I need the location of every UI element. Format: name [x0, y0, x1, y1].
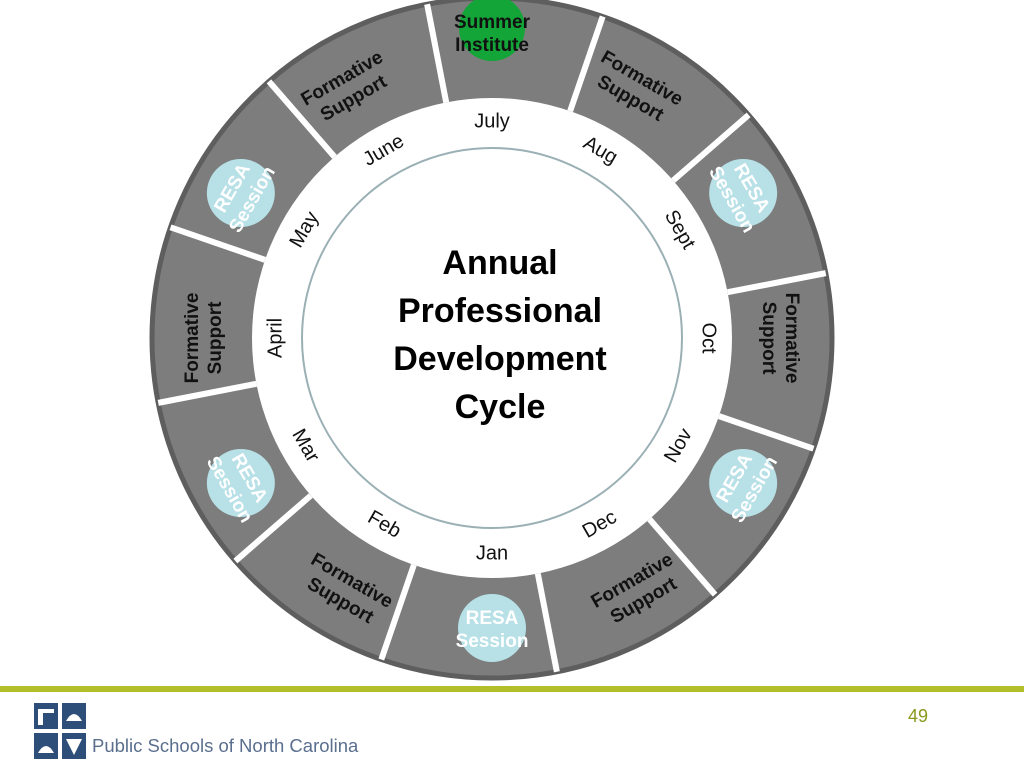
- segment-label-line: Formative: [781, 293, 802, 384]
- ring-segment: RESASession: [709, 449, 782, 527]
- month-label-jan: Jan: [476, 542, 508, 564]
- resa-session-blue-dot: [709, 159, 778, 227]
- resa-session-blue-dot: [709, 449, 778, 517]
- segment-label-line: Support: [205, 301, 226, 374]
- cycle-title-line: Annual: [442, 244, 557, 282]
- accent-rule: [0, 686, 1024, 692]
- segment-divider: [717, 413, 815, 452]
- segment-label-line: Institute: [455, 35, 529, 56]
- resa-session-blue-dot: [458, 594, 526, 662]
- nc-dpi-logo-icon: [34, 703, 86, 759]
- ring-segment: FormativeSupport: [758, 293, 802, 384]
- cycle-title-line: Professional: [398, 292, 602, 330]
- segment-divider: [424, 3, 450, 103]
- summer-institute-green-dot: [459, 0, 525, 61]
- ring-segment: RESASession: [206, 159, 280, 237]
- footer-org-name: Public Schools of North Carolina: [92, 735, 359, 756]
- segment-divider: [378, 563, 417, 661]
- segment-divider: [727, 270, 827, 296]
- segment-divider: [233, 493, 313, 564]
- segment-label-line: Summer: [454, 12, 531, 33]
- inner-circle: [301, 147, 683, 529]
- segment-divider: [567, 15, 606, 113]
- cycle-title-line: Cycle: [455, 388, 546, 426]
- ring-segment: RESASession: [704, 159, 778, 237]
- segment-label-line: Formative: [182, 293, 203, 384]
- segment-divider: [169, 224, 267, 263]
- resa-session-blue-dot: [206, 159, 275, 227]
- segment-label-line: Support: [758, 302, 779, 375]
- month-label-july: July: [474, 110, 510, 132]
- cycle-title-line: Development: [393, 340, 607, 378]
- month-label-april: April: [264, 318, 286, 358]
- segment-divider: [534, 573, 560, 673]
- segment-divider: [671, 112, 751, 183]
- segment-divider: [647, 517, 718, 597]
- segment-label: FormativeSupport: [758, 293, 802, 384]
- page-number: 49: [908, 706, 929, 726]
- segment-label-line: Session: [456, 631, 529, 652]
- resa-session-blue-dot: [206, 449, 275, 517]
- segment-divider: [157, 380, 257, 406]
- month-label-oct: Oct: [698, 322, 720, 354]
- segment-divider: [266, 79, 337, 159]
- segment-label-line: RESA: [466, 608, 519, 629]
